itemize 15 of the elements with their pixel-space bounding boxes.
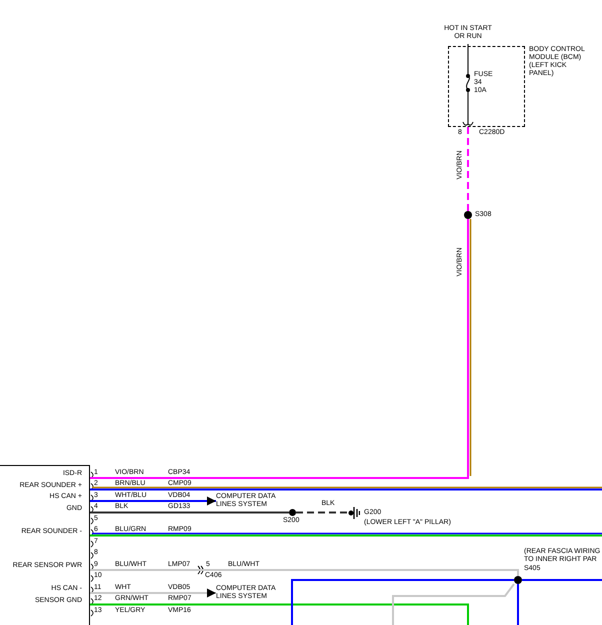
wire	[517, 584, 519, 625]
wire	[296, 512, 348, 514]
wire	[90, 512, 289, 514]
wire-arrow	[90, 588, 216, 598]
wire	[467, 127, 469, 211]
wire	[90, 569, 519, 576]
wire-arrow	[90, 496, 216, 506]
wire	[90, 219, 469, 479]
wire	[522, 579, 602, 581]
wire	[90, 534, 602, 536]
wire	[392, 583, 515, 625]
wire	[291, 579, 514, 625]
control-module-box	[0, 465, 90, 625]
wire	[90, 604, 469, 625]
wire	[90, 488, 602, 490]
